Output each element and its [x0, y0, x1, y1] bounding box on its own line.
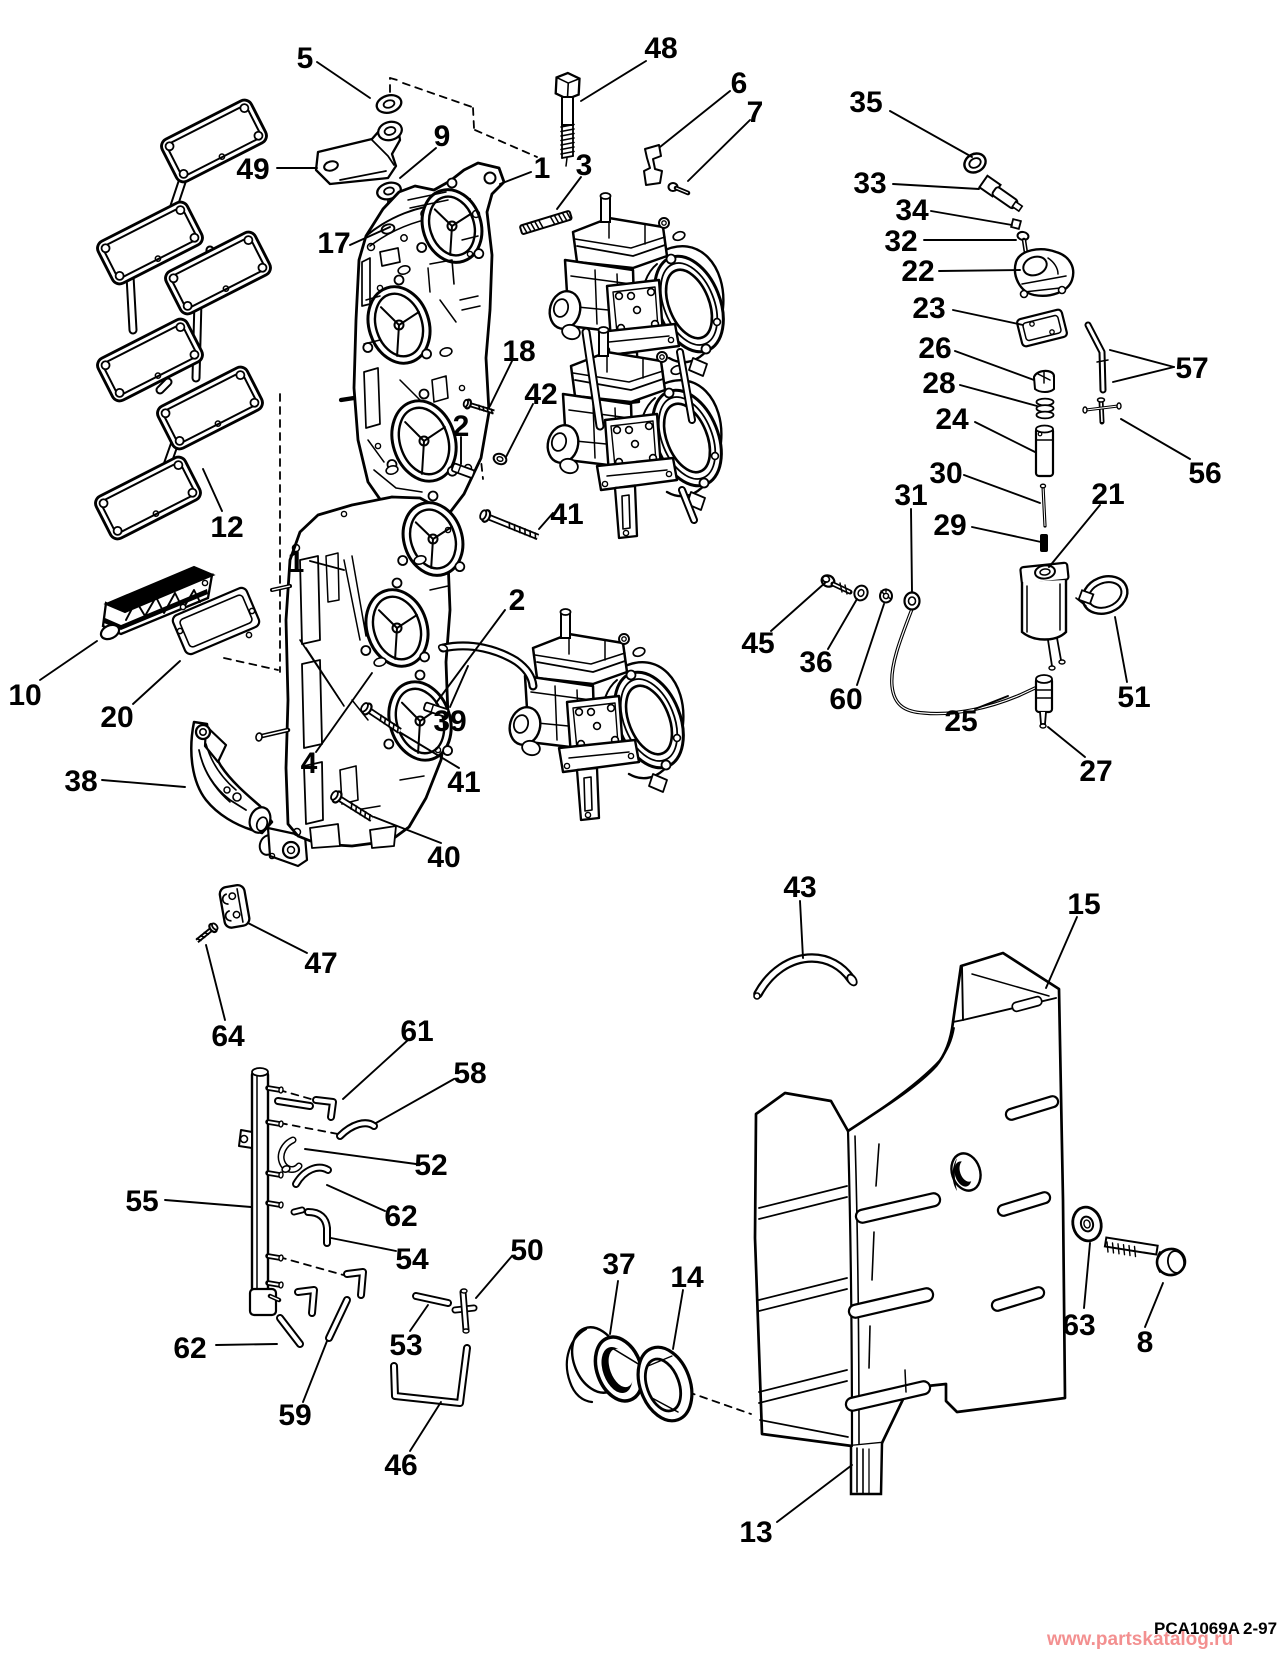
svg-text:46: 46 [384, 1449, 417, 1482]
svg-text:8: 8 [1137, 1326, 1154, 1359]
svg-text:4: 4 [301, 747, 318, 780]
svg-text:58: 58 [453, 1057, 486, 1090]
svg-text:22: 22 [901, 255, 934, 288]
svg-text:32: 32 [884, 225, 917, 258]
svg-text:40: 40 [427, 841, 460, 874]
svg-text:1: 1 [534, 152, 551, 185]
svg-text:31: 31 [894, 479, 927, 512]
svg-text:2: 2 [453, 410, 470, 443]
svg-text:26: 26 [918, 332, 951, 365]
svg-text:62: 62 [173, 1332, 206, 1365]
svg-text:29: 29 [933, 509, 966, 542]
svg-text:1: 1 [288, 546, 305, 579]
svg-text:61: 61 [400, 1015, 433, 1048]
svg-text:56: 56 [1188, 457, 1221, 490]
svg-text:9: 9 [434, 120, 451, 153]
svg-text:6: 6 [731, 67, 748, 100]
svg-text:45: 45 [741, 627, 774, 660]
svg-text:62: 62 [384, 1200, 417, 1233]
svg-text:15: 15 [1067, 888, 1100, 921]
svg-text:36: 36 [799, 646, 832, 679]
svg-text:25: 25 [944, 705, 977, 738]
svg-text:64: 64 [211, 1020, 245, 1053]
svg-text:39: 39 [433, 705, 466, 738]
svg-text:3: 3 [576, 149, 593, 182]
svg-text:17: 17 [317, 227, 350, 260]
svg-text:57: 57 [1175, 352, 1208, 385]
svg-text:7: 7 [747, 96, 764, 129]
svg-text:51: 51 [1117, 681, 1150, 714]
svg-text:20: 20 [100, 701, 133, 734]
svg-text:52: 52 [414, 1149, 447, 1182]
svg-text:10: 10 [8, 679, 41, 712]
svg-text:35: 35 [849, 86, 882, 119]
svg-text:2: 2 [509, 584, 526, 617]
svg-text:55: 55 [125, 1185, 158, 1218]
svg-text:28: 28 [922, 367, 955, 400]
svg-text:48: 48 [644, 32, 677, 65]
svg-text:33: 33 [853, 167, 886, 200]
svg-text:43: 43 [783, 871, 816, 904]
svg-text:14: 14 [670, 1261, 704, 1294]
svg-text:24: 24 [935, 403, 969, 436]
svg-text:50: 50 [510, 1234, 543, 1267]
svg-text:59: 59 [278, 1399, 311, 1432]
svg-text:27: 27 [1079, 755, 1112, 788]
svg-text:18: 18 [502, 335, 535, 368]
svg-text:53: 53 [389, 1329, 422, 1362]
svg-text:13: 13 [739, 1516, 772, 1549]
svg-text:34: 34 [895, 194, 929, 227]
svg-text:5: 5 [297, 42, 314, 75]
svg-text:54: 54 [395, 1243, 429, 1276]
svg-text:38: 38 [64, 765, 97, 798]
svg-text:47: 47 [304, 947, 337, 980]
svg-text:60: 60 [829, 683, 862, 716]
svg-text:12: 12 [210, 511, 243, 544]
svg-text:63: 63 [1062, 1309, 1095, 1342]
svg-text:37: 37 [602, 1248, 635, 1281]
svg-text:49: 49 [236, 153, 269, 186]
svg-text:30: 30 [929, 457, 962, 490]
svg-text:www.partskatalog.ru: www.partskatalog.ru [1046, 1629, 1233, 1650]
svg-text:2-97: 2-97 [1243, 1619, 1277, 1638]
svg-text:41: 41 [550, 498, 583, 531]
svg-text:42: 42 [524, 378, 557, 411]
svg-text:41: 41 [447, 766, 480, 799]
svg-text:23: 23 [912, 292, 945, 325]
svg-text:21: 21 [1091, 478, 1124, 511]
